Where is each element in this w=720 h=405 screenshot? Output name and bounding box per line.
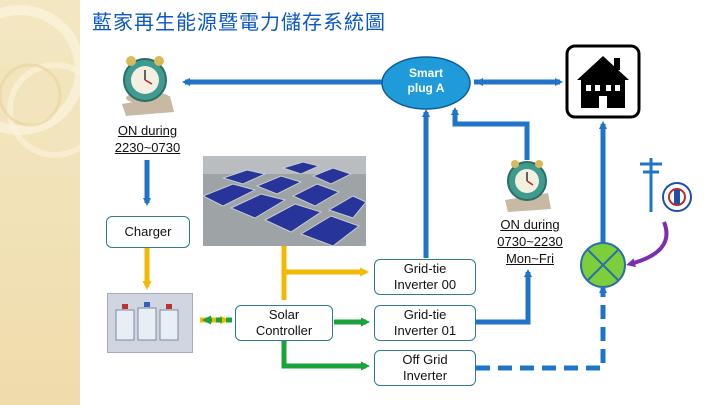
inverter-00-box: Grid-tie Inverter 00	[374, 259, 476, 295]
inverter-01-line2: Inverter 01	[393, 323, 457, 338]
arrow-panel-to-inverter00	[281, 246, 369, 277]
clock-right-line2: 0730~2230	[497, 234, 563, 249]
smart-plug-line1: Smart	[408, 66, 443, 80]
house-icon	[565, 44, 641, 119]
alarm-clock-icon-right	[505, 160, 551, 212]
inverter-00-line2: Inverter 00	[393, 277, 457, 292]
solar-controller-line2: Controller	[255, 323, 313, 338]
smart-plug-line2: plug A	[407, 81, 445, 95]
solar-controller-box: Solar Controller	[235, 305, 333, 341]
off-grid-line2: Inverter	[402, 368, 448, 383]
charger-box: Charger	[106, 216, 190, 248]
arrow-offgrid-to-mixer	[476, 285, 607, 371]
arrow-controller-to-offgrid	[281, 340, 370, 371]
inverter-01-box: Grid-tie Inverter 01	[374, 305, 476, 341]
taipower-logo-icon	[662, 182, 692, 212]
clock-left-line1: ON during	[117, 123, 178, 138]
arrow-inverter01-to-clock	[475, 269, 532, 325]
utility-pole-icon	[640, 158, 662, 212]
battery-photo	[107, 293, 193, 353]
mixer-node	[580, 242, 626, 288]
inverter-01-line1: Grid-tie	[403, 307, 447, 322]
off-grid-line1: Off Grid	[402, 352, 448, 367]
solar-controller-line1: Solar	[268, 307, 300, 322]
arrow-grid-to-mixer	[626, 221, 669, 268]
clock-right-label: ON during 0730~2230 Mon~Fri	[490, 216, 570, 267]
clock-right-line3: Mon~Fri	[505, 251, 555, 266]
solar-panel-photo	[203, 156, 366, 246]
blue-arrows	[143, 78, 607, 325]
decorative-sidebar	[0, 0, 80, 405]
sidebar-swirl	[0, 5, 80, 158]
clock-right-line1: ON during	[500, 217, 560, 232]
clock-left-label: ON during 2230~0730	[105, 122, 190, 156]
arrow-clock-right-to-plug	[451, 107, 530, 160]
smart-plug-label: Smart plug A	[390, 66, 462, 96]
off-grid-inverter-box: Off Grid Inverter	[374, 350, 476, 386]
charger-label: Charger	[124, 224, 172, 239]
smart-plug-node	[381, 56, 471, 110]
inverter-00-line1: Grid-tie	[403, 261, 447, 276]
green-arrows	[202, 315, 370, 371]
alarm-clock-icon-left	[122, 56, 174, 116]
page-title: 藍家再生能源暨電力儲存系統圖	[92, 10, 386, 34]
clock-left-line2: 2230~0730	[114, 140, 181, 155]
